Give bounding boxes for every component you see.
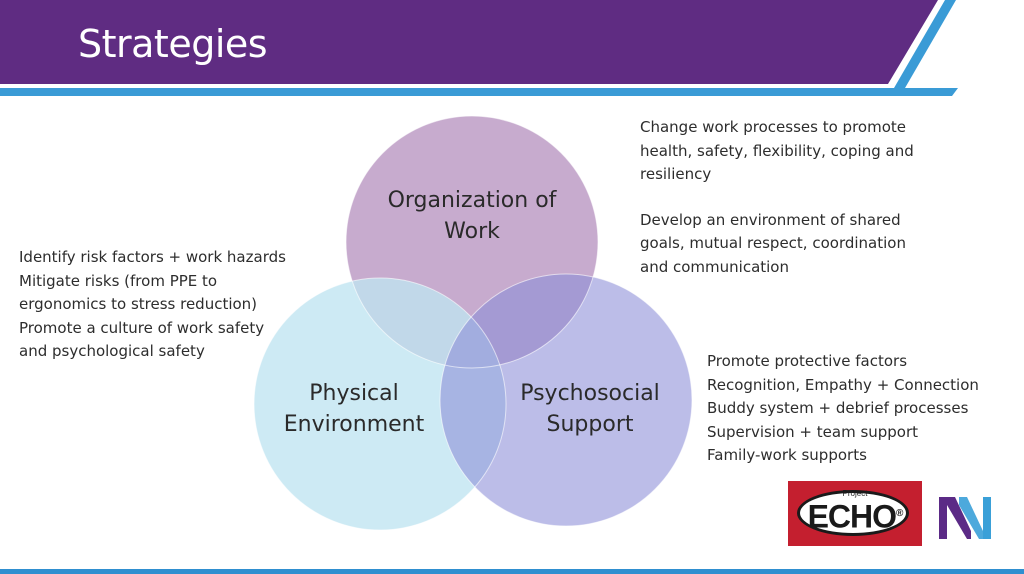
slide-title: Strategies bbox=[78, 22, 268, 66]
note-physical-environment: Identify risk factors + work hazards Mit… bbox=[19, 248, 286, 360]
bottom-rule bbox=[0, 569, 1024, 574]
label-organization-of-work: Organization of Work bbox=[387, 188, 557, 244]
note-psychosocial-support: Promote protective factors Recognition, … bbox=[707, 352, 979, 464]
circle-physical-environment bbox=[254, 278, 506, 530]
label-psychosocial-support: Psychosocial Support bbox=[520, 381, 660, 437]
project-echo-logo: Project ECHO® bbox=[788, 481, 922, 546]
header-accent-stripe bbox=[0, 88, 958, 96]
header-purple-bar bbox=[0, 0, 938, 84]
circle-psychosocial-support bbox=[440, 274, 692, 526]
nn-logo-icon bbox=[939, 497, 991, 539]
label-physical-environment: Physical Environment bbox=[283, 381, 425, 437]
note-organization-of-work: Change work processes to promote health,… bbox=[640, 118, 914, 276]
header-band bbox=[0, 0, 1024, 100]
header-accent-stripe-right bbox=[894, 0, 956, 88]
